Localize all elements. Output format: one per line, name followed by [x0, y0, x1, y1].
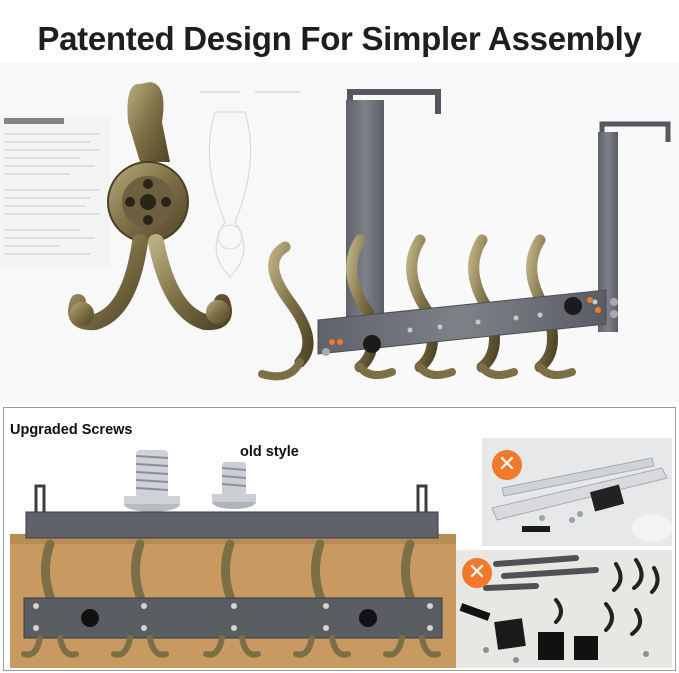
- exploded-rack-assembly: [258, 89, 671, 381]
- reject-badge-bottom: ✕: [462, 558, 492, 588]
- page-title: Patented Design For Simpler Assembly: [37, 20, 642, 57]
- screw-comparison-panel: Upgraded Screws old style: [3, 407, 676, 671]
- reject-badge-top: ✕: [492, 450, 522, 480]
- product-hero-illustration: [0, 62, 679, 402]
- old-style-screw-icon: [212, 462, 256, 509]
- upgraded-screws-label: Upgraded Screws: [10, 422, 133, 438]
- old-style-label: old style: [240, 444, 299, 460]
- screw-comparison-illustration: [124, 450, 256, 512]
- upgraded-screw-icon: [124, 450, 180, 512]
- single-bronze-hook: [68, 82, 232, 331]
- old-style-parts-photo-bottom: [456, 550, 672, 668]
- assembled-rack-photo: [10, 484, 456, 668]
